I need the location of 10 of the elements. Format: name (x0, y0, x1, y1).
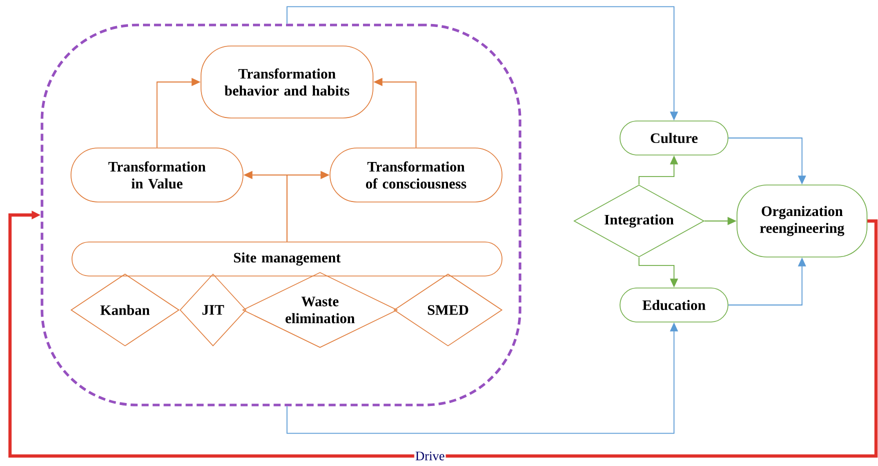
rounded-box: Transformation behavior and habits (200, 46, 374, 118)
rounded-box: Transformation of consciousness (330, 148, 502, 202)
rounded-box: Education (620, 288, 728, 322)
rounded-box: Organization reengineering (736, 184, 868, 258)
rounded-box: Site management (72, 242, 502, 276)
arrow (8, 210, 878, 458)
rounded-box: Culture (620, 120, 728, 156)
edge-label: Drive (414, 450, 446, 462)
dashed-boundary (40, 24, 522, 406)
rounded-box: Transformation in Value (70, 148, 244, 202)
